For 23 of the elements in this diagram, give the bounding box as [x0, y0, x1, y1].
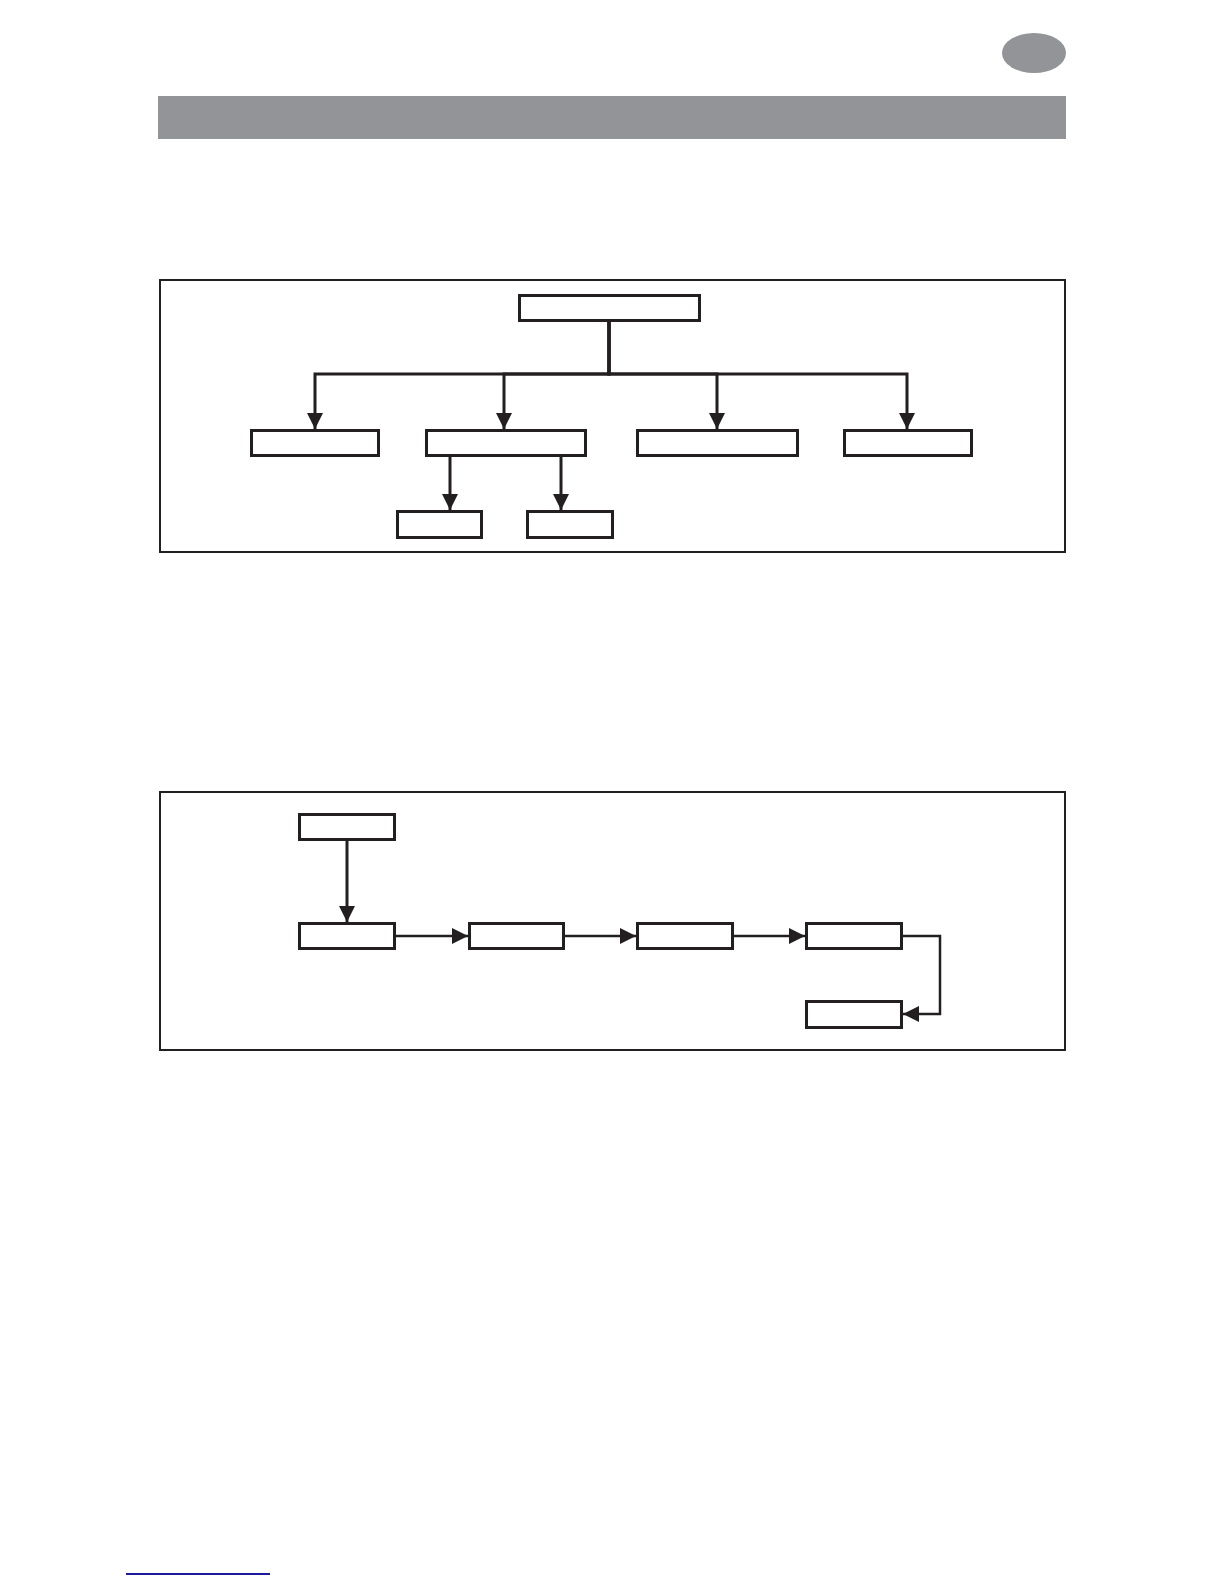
process-box: [425, 429, 587, 457]
diagram-panel: [159, 791, 1066, 1051]
arrow: [396, 928, 468, 944]
arrow: [607, 322, 915, 429]
arrow: [442, 457, 458, 510]
process-box: [526, 510, 614, 539]
process-box: [805, 922, 903, 950]
process-box: [518, 294, 701, 322]
process-box: [250, 429, 380, 457]
arrow: [565, 928, 636, 944]
process-box: [636, 429, 799, 457]
process-box: [805, 1000, 903, 1029]
process-box: [298, 813, 396, 841]
arrow: [339, 841, 355, 922]
process-box: [468, 922, 565, 950]
process-box: [298, 922, 396, 950]
process-box: [636, 922, 734, 950]
process-box: [396, 510, 483, 539]
process-box: [843, 429, 973, 457]
arrow: [734, 928, 805, 944]
arrow: [903, 934, 942, 1022]
diagram-panel: [159, 279, 1066, 553]
arrow: [553, 457, 569, 510]
